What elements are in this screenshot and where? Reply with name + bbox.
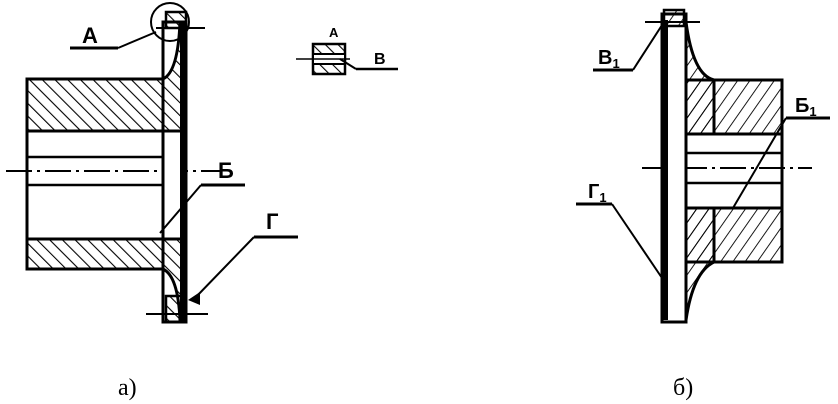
hub-top-section-b	[684, 78, 784, 136]
label-v1: В1	[598, 47, 620, 71]
label-a: А	[82, 23, 98, 48]
label-be: Б	[218, 158, 234, 183]
figure-b: В1 Б1 Г1 б)	[576, 8, 830, 401]
bore-outline-b	[684, 132, 784, 210]
detail-view-a: А В	[296, 25, 398, 76]
label-be1: Б1	[795, 95, 817, 119]
label-g1: Г1	[588, 181, 607, 205]
detail-circle-a	[150, 2, 190, 42]
hub-bottom-section-b	[684, 206, 784, 264]
label-g: Г	[266, 209, 279, 234]
hub-top-section	[25, 77, 165, 133]
figure-a: А Б Г а)	[6, 2, 298, 401]
hub-bottom-section	[25, 237, 165, 271]
inset-label-a: А	[329, 25, 339, 40]
caption-b: б)	[673, 375, 693, 401]
caption-a: а)	[118, 375, 137, 401]
inset-label-b: В	[374, 51, 386, 68]
